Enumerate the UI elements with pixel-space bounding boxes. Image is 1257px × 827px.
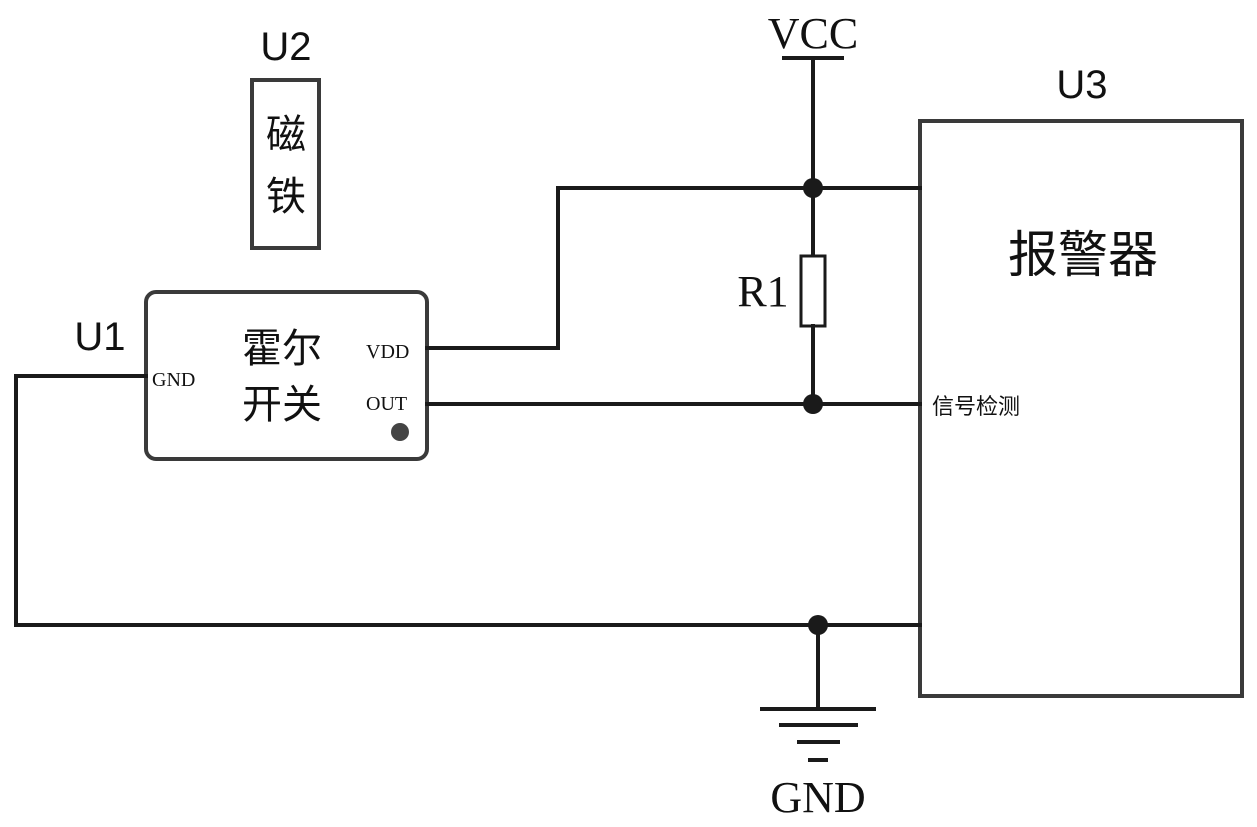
u2-char-1: 磁 [266,112,306,157]
r1-ref-label: R1 [737,267,788,316]
u1-ref-label: U1 [74,315,125,359]
u3-name: 报警器 [1008,227,1158,283]
vdd-net-wire [427,188,920,348]
vcc-junction-dot [803,178,823,198]
u3-ref-label: U3 [1056,63,1107,107]
u1-name-line2: 开关 [242,382,322,427]
out-junction-dot [803,394,823,414]
u1-pin-gnd-label: GND [152,369,195,391]
u1-name-line1: 霍尔 [242,326,322,371]
gnd-label: GND [770,773,865,822]
u2-char-2: 铁 [266,174,306,219]
u3-pin-signal-label: 信号检测 [932,394,1020,419]
u1-pin-vdd-label: VDD [366,341,409,363]
u2-magnet-box [252,80,319,248]
u2-ref-label: U2 [260,25,311,69]
vcc-label: VCC [768,9,858,58]
r1-resistor-body [801,256,825,326]
u1-orientation-dot [391,423,409,441]
u1-pin-out-label: OUT [366,393,407,415]
